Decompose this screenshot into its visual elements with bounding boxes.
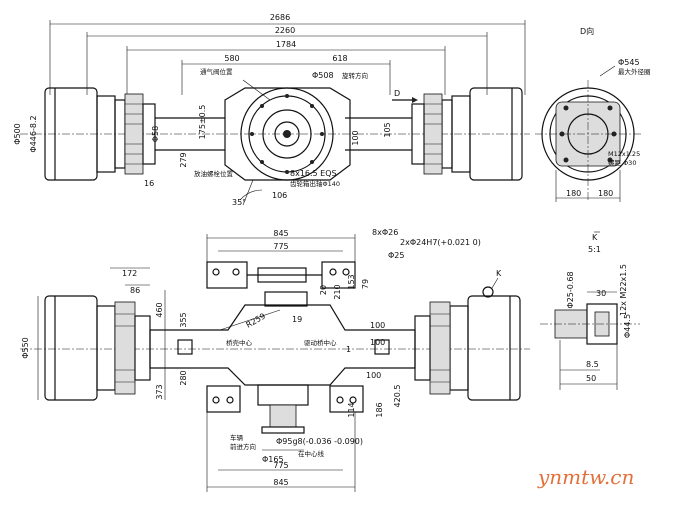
dim-k85: 8.5 xyxy=(586,360,599,369)
dim-d58: Φ58 xyxy=(151,126,160,142)
dim-845b: 845 xyxy=(273,478,288,487)
label-m12: M12x1.25 xyxy=(608,150,640,158)
dim-79: 79 xyxy=(361,279,370,289)
label-rot-dir: 旋转方向 xyxy=(342,71,368,80)
dim-100c-bot: 100 xyxy=(366,371,381,380)
dim-186: 186 xyxy=(375,402,384,417)
dim-d446: Φ446-8.2 xyxy=(29,115,38,152)
d-view xyxy=(535,65,642,202)
dim-20: 20 xyxy=(319,285,328,295)
dim-k12: 12x M22x1.5 xyxy=(619,264,628,316)
dim-100a: 100 xyxy=(351,130,360,145)
dim-280: 280 xyxy=(179,370,188,385)
dim-k30: 30 xyxy=(596,289,606,298)
dim-bot-775: 775 xyxy=(273,242,288,251)
dim-tilt: 175±0.5 xyxy=(198,105,207,140)
dim-153: 153 xyxy=(347,274,356,289)
label-k-scale: 5:1 xyxy=(588,245,601,254)
dim-d165: Φ165 xyxy=(262,455,284,464)
dim-86: 86 xyxy=(130,286,140,295)
dim-d508: Φ508 xyxy=(312,71,334,80)
dim-279: 279 xyxy=(179,152,188,167)
label-axle-center: 桥壳中心 xyxy=(226,338,253,347)
dim-overall: 2686 xyxy=(270,13,290,22)
dim-16: 16 xyxy=(144,179,154,188)
dim-bot-845: 845 xyxy=(273,229,288,238)
dim-bot-holes2: 2xΦ24H7(+0.021 0) xyxy=(400,238,481,247)
dim-580: 580 xyxy=(224,54,239,63)
detail-k xyxy=(540,231,640,390)
dim-k25: Φ25-0.68 xyxy=(566,271,575,308)
dim-4205: 420.5 xyxy=(393,385,402,408)
dim-d545: Φ545 xyxy=(618,58,640,67)
dim-span: 1784 xyxy=(276,40,296,49)
dim-106: 106 xyxy=(272,191,287,200)
dim-775b: 775 xyxy=(273,461,288,470)
dim-210: 210 xyxy=(333,284,342,299)
dim-355: 355 xyxy=(179,312,188,327)
watermark: ynmtw.cn xyxy=(537,465,634,489)
label-k-detail: K xyxy=(592,233,598,242)
label-d-view: D向 xyxy=(580,26,594,36)
dim-d550: Φ550 xyxy=(21,337,30,359)
dim-k50: 50 xyxy=(586,374,596,383)
label-breather: 通气阀位置 xyxy=(200,67,233,76)
label-drain: 放油螺栓位置 xyxy=(194,169,234,178)
dim-100a-bot: 100 xyxy=(370,321,385,330)
dim-618: 618 xyxy=(332,54,347,63)
label-k-callout: K xyxy=(496,269,502,278)
label-fwd2: 前进方向 xyxy=(230,442,256,451)
dim-spline: 8x16.5 EQS xyxy=(290,169,337,178)
label-fwd: 车辆 xyxy=(230,433,244,442)
dim-k445: Φ44.5 xyxy=(623,314,632,338)
dim-460: 460 xyxy=(155,302,164,317)
dim-track: 2260 xyxy=(275,26,295,35)
top-elevation xyxy=(20,20,530,206)
dim-d95: Φ95g8(-0.036 -0.090) xyxy=(276,437,363,446)
label-center-line: 在中心线 xyxy=(298,449,325,458)
dim-114: 114 xyxy=(347,402,356,417)
dim-105: 105 xyxy=(383,122,392,137)
label-spline-pos: 齿轮箱出轴Φ140 xyxy=(290,179,340,188)
dim-r259: R259 xyxy=(245,312,268,330)
dim-bot-holes: 8xΦ26 xyxy=(372,228,398,237)
dim-172: 172 xyxy=(122,269,137,278)
dim-35: 35° xyxy=(232,198,246,207)
dim-19: 19 xyxy=(292,315,302,324)
dim-100b-bot: 100 xyxy=(370,338,385,347)
dim-d500: Φ500 xyxy=(13,123,22,145)
label-m12b: 螺距 Φ30 xyxy=(608,158,636,167)
dim-1: 1 xyxy=(346,345,351,354)
label-diff-center: 驱动桥中心 xyxy=(304,338,337,347)
label-max-bolt: 最大外径圈 xyxy=(618,67,651,76)
dim-373: 373 xyxy=(155,384,164,399)
dim-bot-25: Φ25 xyxy=(388,251,404,260)
dim-180l: 180 xyxy=(566,189,581,198)
bottom-plan xyxy=(20,234,530,492)
dim-180r: 180 xyxy=(598,189,613,198)
label-arrow-d: D xyxy=(394,89,400,98)
